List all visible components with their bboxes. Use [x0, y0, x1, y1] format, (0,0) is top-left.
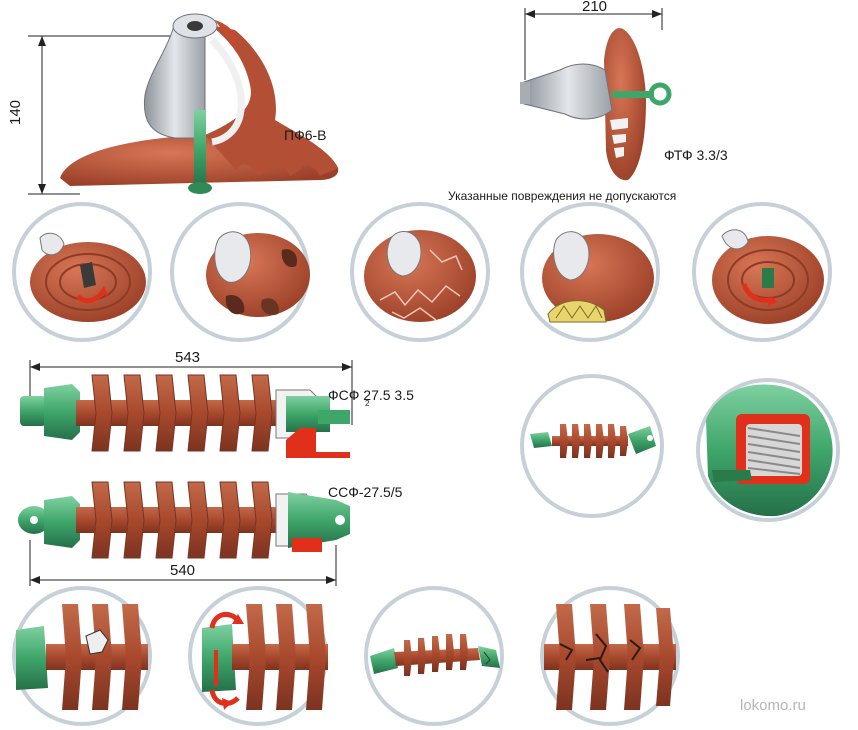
damage-circle-11 [540, 586, 680, 726]
damage-circle-6 [520, 374, 664, 518]
damage-circle-1 [12, 202, 152, 342]
dim-210-label: 210 [582, 0, 607, 15]
watermark: lokomo.ru [740, 697, 806, 714]
ssf-label: ССФ-27.5/5 [328, 484, 403, 500]
pf6-label: ПФ6-В [284, 127, 327, 143]
damage-circle-7 [696, 378, 840, 522]
ftf-insulator: 210 ФТФ 3.3/3 [520, 0, 728, 181]
ssf-insulator: ССФ-27.5/5 540 [18, 481, 403, 586]
fsf-subscript: 2 [365, 399, 370, 408]
warning-text: Указанные повреждения не допускаются [448, 189, 676, 203]
damage-circle-4 [520, 202, 660, 342]
damage-circle-9 [188, 586, 328, 726]
damage-circle-3 [350, 202, 490, 342]
fsf-label: ФСФ 27.5 3.5 [328, 387, 414, 403]
dim-540-label: 540 [170, 562, 195, 579]
dim-543-label: 543 [175, 349, 200, 366]
damage-circle-5 [692, 202, 832, 342]
damage-circle-2 [170, 202, 310, 342]
pf6-insulator: ПФ6-В 140 [7, 13, 339, 195]
damage-circle-8 [12, 586, 152, 726]
damage-circle-10 [364, 586, 504, 726]
dim-140-label: 140 [7, 100, 24, 125]
fsf-insulator: 543 ФСФ 27.5 3.5 2 [20, 349, 414, 458]
ftf-label: ФТФ 3.3/3 [664, 147, 728, 163]
